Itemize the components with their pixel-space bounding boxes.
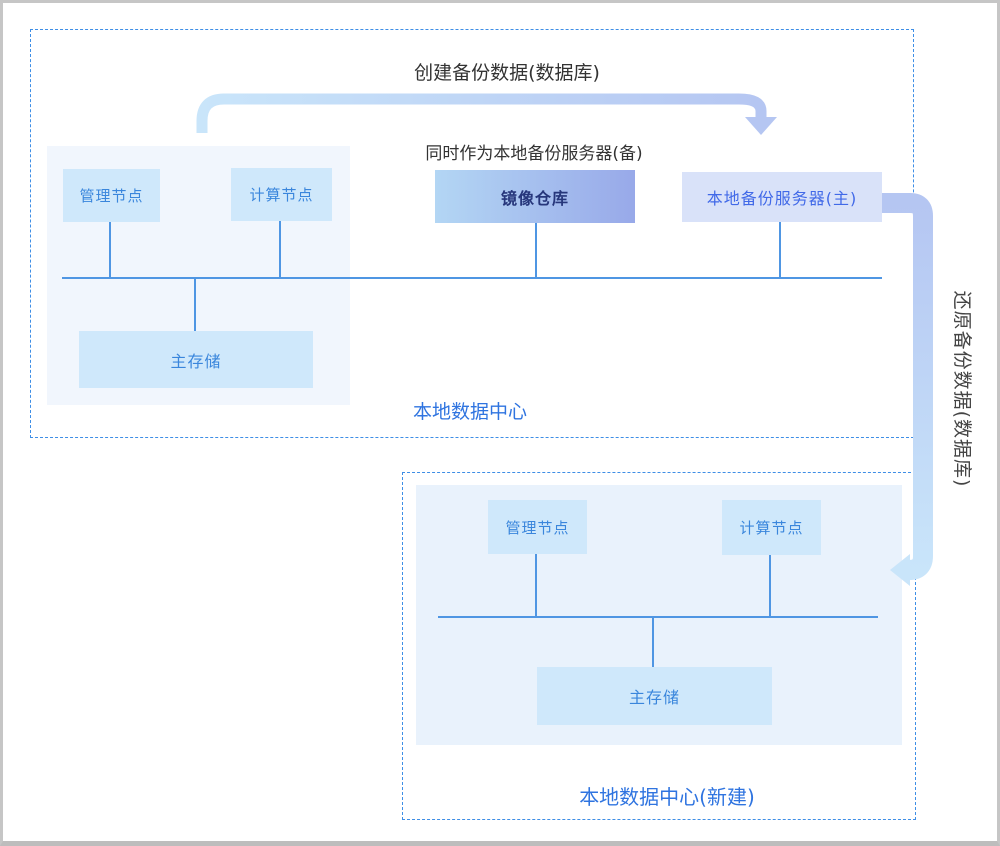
dc2-management-node: 管理节点	[488, 500, 587, 554]
datacenter2-label: 本地数据中心(新建)	[579, 785, 755, 809]
datacenter2-box	[402, 472, 916, 820]
dc1-mirror-repository-node: 镜像仓库	[435, 170, 635, 223]
dc1-compute-connector	[279, 221, 281, 277]
dc2-bus-line	[438, 616, 878, 618]
create-backup-label: 创建备份数据(数据库)	[414, 62, 600, 84]
standby-note-label: 同时作为本地备份服务器(备)	[425, 144, 643, 164]
restore-backup-label: 还原备份数据(数据库)	[951, 290, 973, 488]
dc2-storage-connector	[652, 618, 654, 667]
dc1-bus-line	[62, 277, 882, 279]
dc2-primary-storage-node: 主存储	[537, 667, 772, 725]
dc1-mgmt-connector	[109, 222, 111, 277]
dc1-compute-node: 计算节点	[231, 168, 332, 221]
dc1-storage-connector	[194, 279, 196, 331]
datacenter1-label: 本地数据中心	[412, 401, 527, 423]
dc2-compute-node: 计算节点	[722, 500, 821, 555]
dc1-backup-server-node: 本地备份服务器(主)	[682, 172, 882, 222]
dc2-mgmt-connector	[535, 554, 537, 616]
dc1-mirror-connector	[535, 223, 537, 277]
dc1-management-node: 管理节点	[63, 169, 160, 222]
dc2-compute-connector	[769, 555, 771, 616]
dc1-primary-storage-node: 主存储	[79, 331, 313, 388]
dc1-backup-connector	[779, 222, 781, 277]
